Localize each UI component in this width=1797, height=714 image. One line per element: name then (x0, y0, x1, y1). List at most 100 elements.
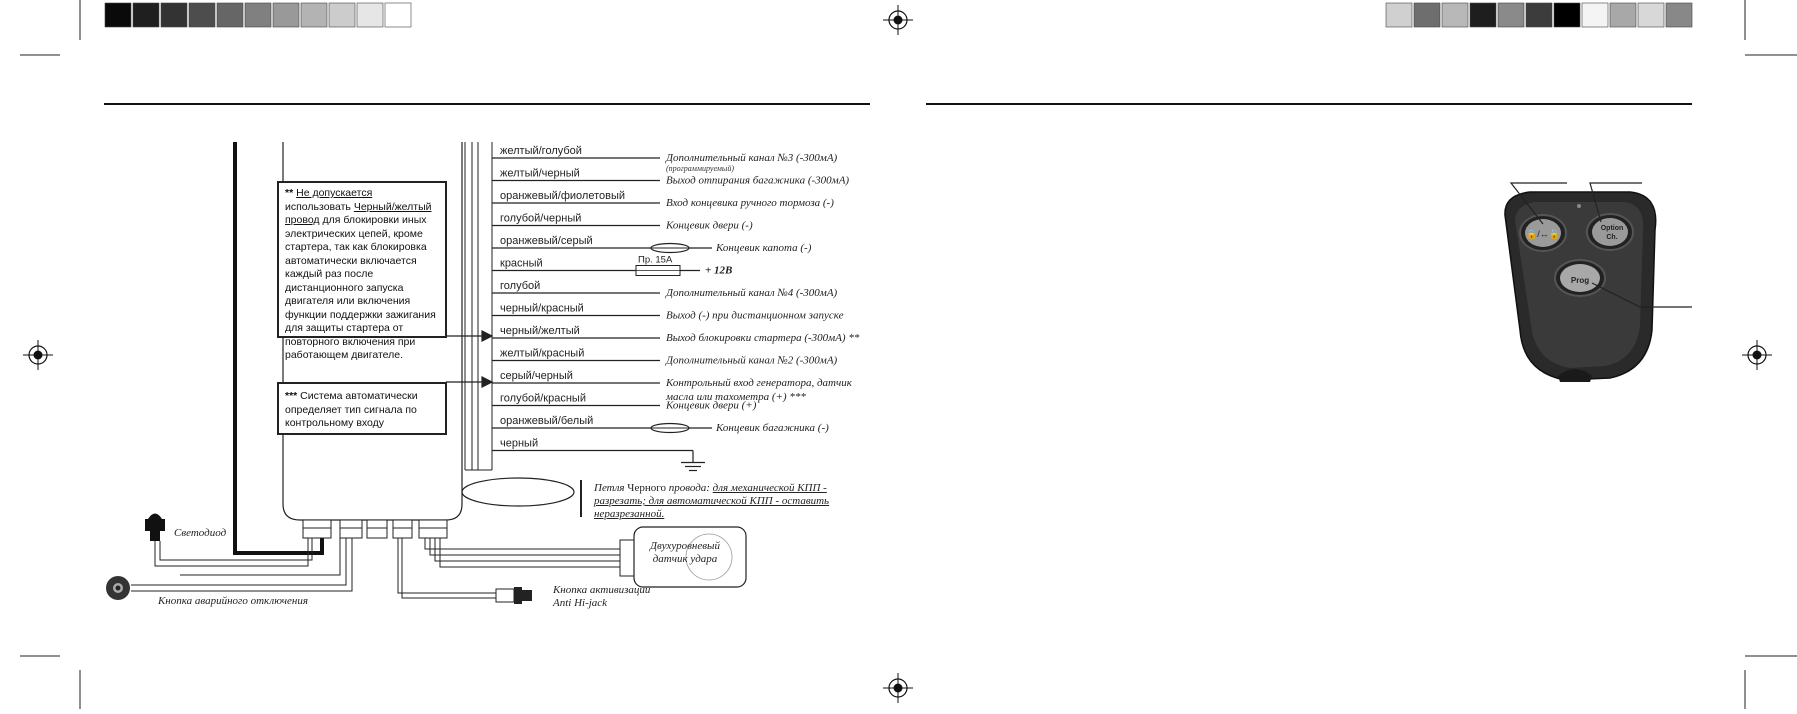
color-swatch (1497, 2, 1525, 28)
note-starter-t2: для блокировки иных электрических цепей,… (285, 214, 436, 361)
hijack-button-symbol (397, 538, 532, 604)
wire-function-label: Вход концевика ручного тормоза (-) (666, 197, 834, 209)
wire-function-label: Контрольный вход генератора, датчик (665, 377, 853, 389)
color-swatch (1413, 2, 1441, 28)
wire-color-label: голубой/черный (500, 213, 581, 225)
fuse-label: Пр. 15А (638, 255, 673, 266)
wire-function-label: Концевик двери (-) (665, 220, 753, 232)
wire-color-label: желтый/красный (500, 348, 584, 360)
wire-color-label: желтый/черный (500, 168, 580, 180)
black-thick-wire (233, 142, 324, 555)
wire-function-label: Выход отпирания багажника (-300мА) (666, 175, 849, 187)
loop-note-1d: для механической КПП - (712, 482, 827, 494)
color-swatch (244, 2, 272, 28)
note-starter-block: ** Не допускается использовать Черный/же… (277, 181, 447, 361)
led-label: Светодиод (174, 527, 227, 539)
wire-color-label: черный/красный (500, 303, 584, 315)
wire-color-label: красный (500, 258, 543, 270)
remote-fob (1504, 191, 1657, 382)
registration-mark (883, 5, 913, 35)
color-swatch (272, 2, 300, 28)
wire-function-label: Выход (-) при дистанционном запуске (666, 310, 844, 322)
wire-color-label: голубой/красный (500, 393, 586, 405)
wire-function-label: Дополнительный канал №2 (-300мА) (665, 355, 838, 367)
wire-color-label: оранжевый/фиолетовый (500, 190, 625, 202)
wire-function-label: Дополнительный канал №4 (-300мА) (665, 287, 838, 299)
color-swatch (1469, 2, 1497, 28)
color-swatch (188, 2, 216, 28)
loop-note: Петля Черного провода: для механической … (594, 482, 856, 521)
shock-sensor-symbol (424, 526, 747, 588)
hijack-label-1: Кнопка активизации (552, 584, 651, 596)
remote-prog-button-label: Prog (1571, 276, 1589, 285)
wire-function-label: + 12В (705, 265, 732, 277)
loop-note-1b: Черного (627, 482, 666, 494)
color-swatch (328, 2, 356, 28)
note-signal-text: Система автоматически определяет тип сиг… (285, 390, 418, 429)
wire-color-label: оранжевый/белый (500, 415, 593, 427)
color-swatch (1525, 2, 1553, 28)
note-signal-stars: *** (285, 390, 298, 402)
hijack-label-2: Anti Hi-jack (552, 597, 608, 609)
harness-bundle (464, 142, 493, 471)
remote-lock-button-label: 🔒/↔🔓 (1526, 228, 1560, 239)
color-swatch (300, 2, 328, 28)
remote-option-button-label-2: Ch. (1606, 234, 1617, 241)
note-signal-type: *** Система автоматически определяет тип… (277, 382, 447, 435)
wire-color-label: желтый/голубой (500, 145, 582, 157)
color-swatch (1553, 2, 1581, 28)
wire-function-label: Концевик багажника (-) (715, 422, 829, 434)
registration-mark (23, 340, 53, 370)
shock-sensor-label-1: Двухуровневый (650, 540, 720, 552)
led-symbol (145, 513, 313, 567)
color-swatch (1385, 2, 1413, 28)
wire-function-label: Дополнительный канал №3 (-300мА) (665, 152, 838, 164)
color-swatch (1637, 2, 1665, 28)
loop-note-3: неразрезанной. (594, 508, 665, 520)
loop-note-1a: Петля (594, 482, 628, 494)
note-arrows (446, 330, 494, 388)
note-starter-wire: Черный/желтый провод (285, 200, 432, 227)
wire-function-label: Концевик капота (-) (715, 242, 812, 254)
connectors (302, 519, 448, 539)
wire-color-label: голубой (500, 280, 540, 292)
note-starter-t1: использовать (285, 200, 351, 213)
color-swatch (1441, 2, 1469, 28)
color-swatch (1581, 2, 1609, 28)
black-wire-loop (461, 477, 575, 507)
remote-option-button-label-1: Option (1601, 225, 1624, 232)
color-bar-right (1385, 2, 1693, 28)
registration-marks (23, 5, 1772, 703)
emergency-button-label: Кнопка аварийного отключения (157, 595, 308, 607)
color-swatch (216, 2, 244, 28)
wire-color-label: серый/черный (500, 370, 573, 382)
wire-function-sub: (программируемый) (666, 164, 734, 173)
remote-callouts (1509, 182, 1692, 308)
registration-mark (1742, 340, 1772, 370)
color-swatch (132, 2, 160, 28)
loop-note-2: разрезать; для автоматической КПП - оста… (594, 495, 830, 507)
wire-color-label: черный/желтый (500, 325, 580, 337)
wire-color-label: черный (500, 438, 538, 450)
loop-note-1c: провода: (665, 482, 713, 494)
wire-function-label: Выход блокировки стартера (-300мА) ** (666, 332, 860, 344)
color-swatch (1609, 2, 1637, 28)
wire-function-line2: масла или тахометра (+) *** (665, 391, 806, 403)
color-swatch (1665, 2, 1693, 28)
crop-marks (20, 0, 1797, 709)
registration-mark (883, 673, 913, 703)
wire-row: красный Пр. 15А + 12В (492, 255, 732, 277)
